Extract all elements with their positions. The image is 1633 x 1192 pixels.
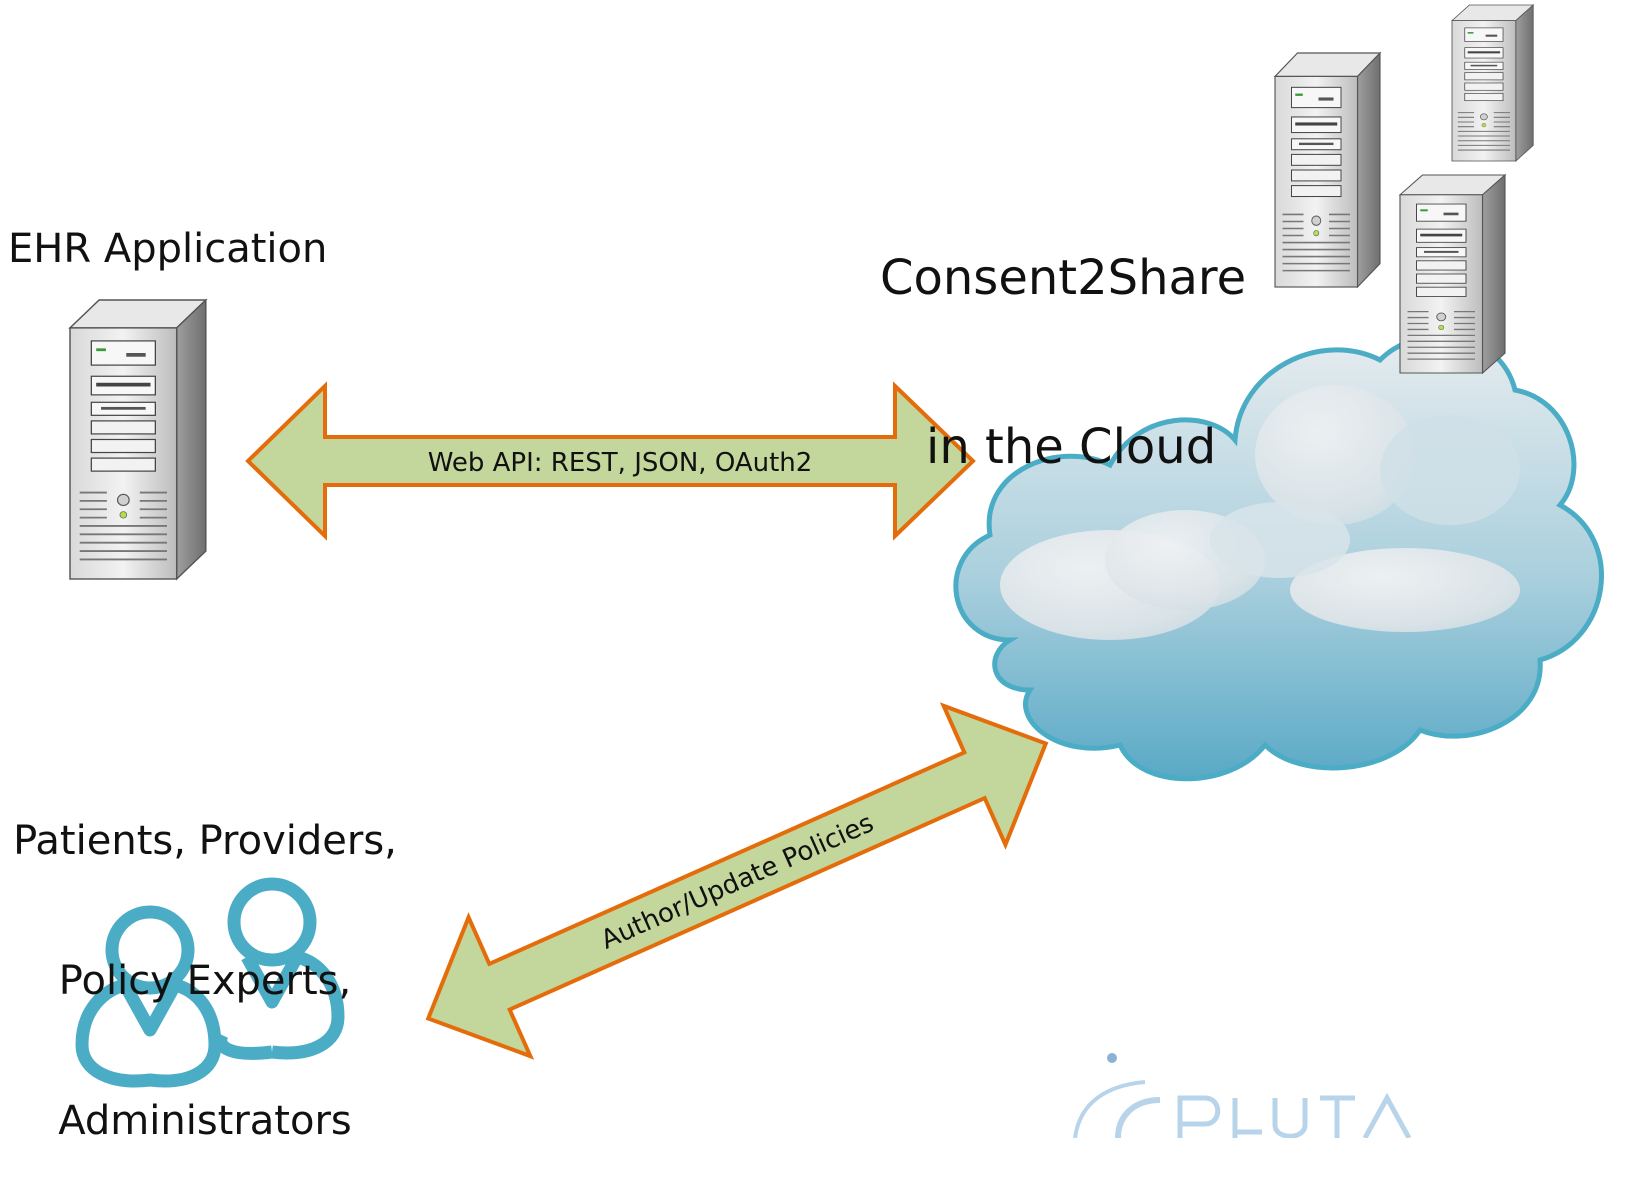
cloud-server-icon xyxy=(1399,174,1506,374)
policies-label: Author/Update Policies xyxy=(597,808,879,955)
architecture-diagram: Web API: REST, JSON, OAuth2 Author/Updat… xyxy=(69,4,1604,1138)
ehr-server-icon xyxy=(69,299,207,580)
policies-arrow: Author/Update Policies xyxy=(425,702,1049,1060)
cloud-label: Consent2Share in the Cloud xyxy=(880,138,1300,531)
cloud-label-line2: in the Cloud xyxy=(926,418,1217,475)
cloud-label-line1: Consent2Share xyxy=(880,250,1247,307)
cloud-icon xyxy=(953,333,1604,782)
ehr-application-label: EHR Application xyxy=(8,226,328,272)
users-label-line3: Administrators xyxy=(58,1098,352,1145)
cloud-server-icon xyxy=(1451,4,1534,162)
users-icon xyxy=(75,877,345,1088)
web-api-arrow: Web API: REST, JSON, OAuth2 xyxy=(245,381,976,541)
users-label-line2: Policy Experts, xyxy=(58,957,352,1004)
logo-icon xyxy=(1073,1053,1412,1138)
web-api-label: Web API: REST, JSON, OAuth2 xyxy=(428,448,813,478)
users-label-line1: Patients, Providers, xyxy=(13,817,397,864)
users-label: Patients, Providers, Policy Experts, Adm… xyxy=(0,724,410,1192)
